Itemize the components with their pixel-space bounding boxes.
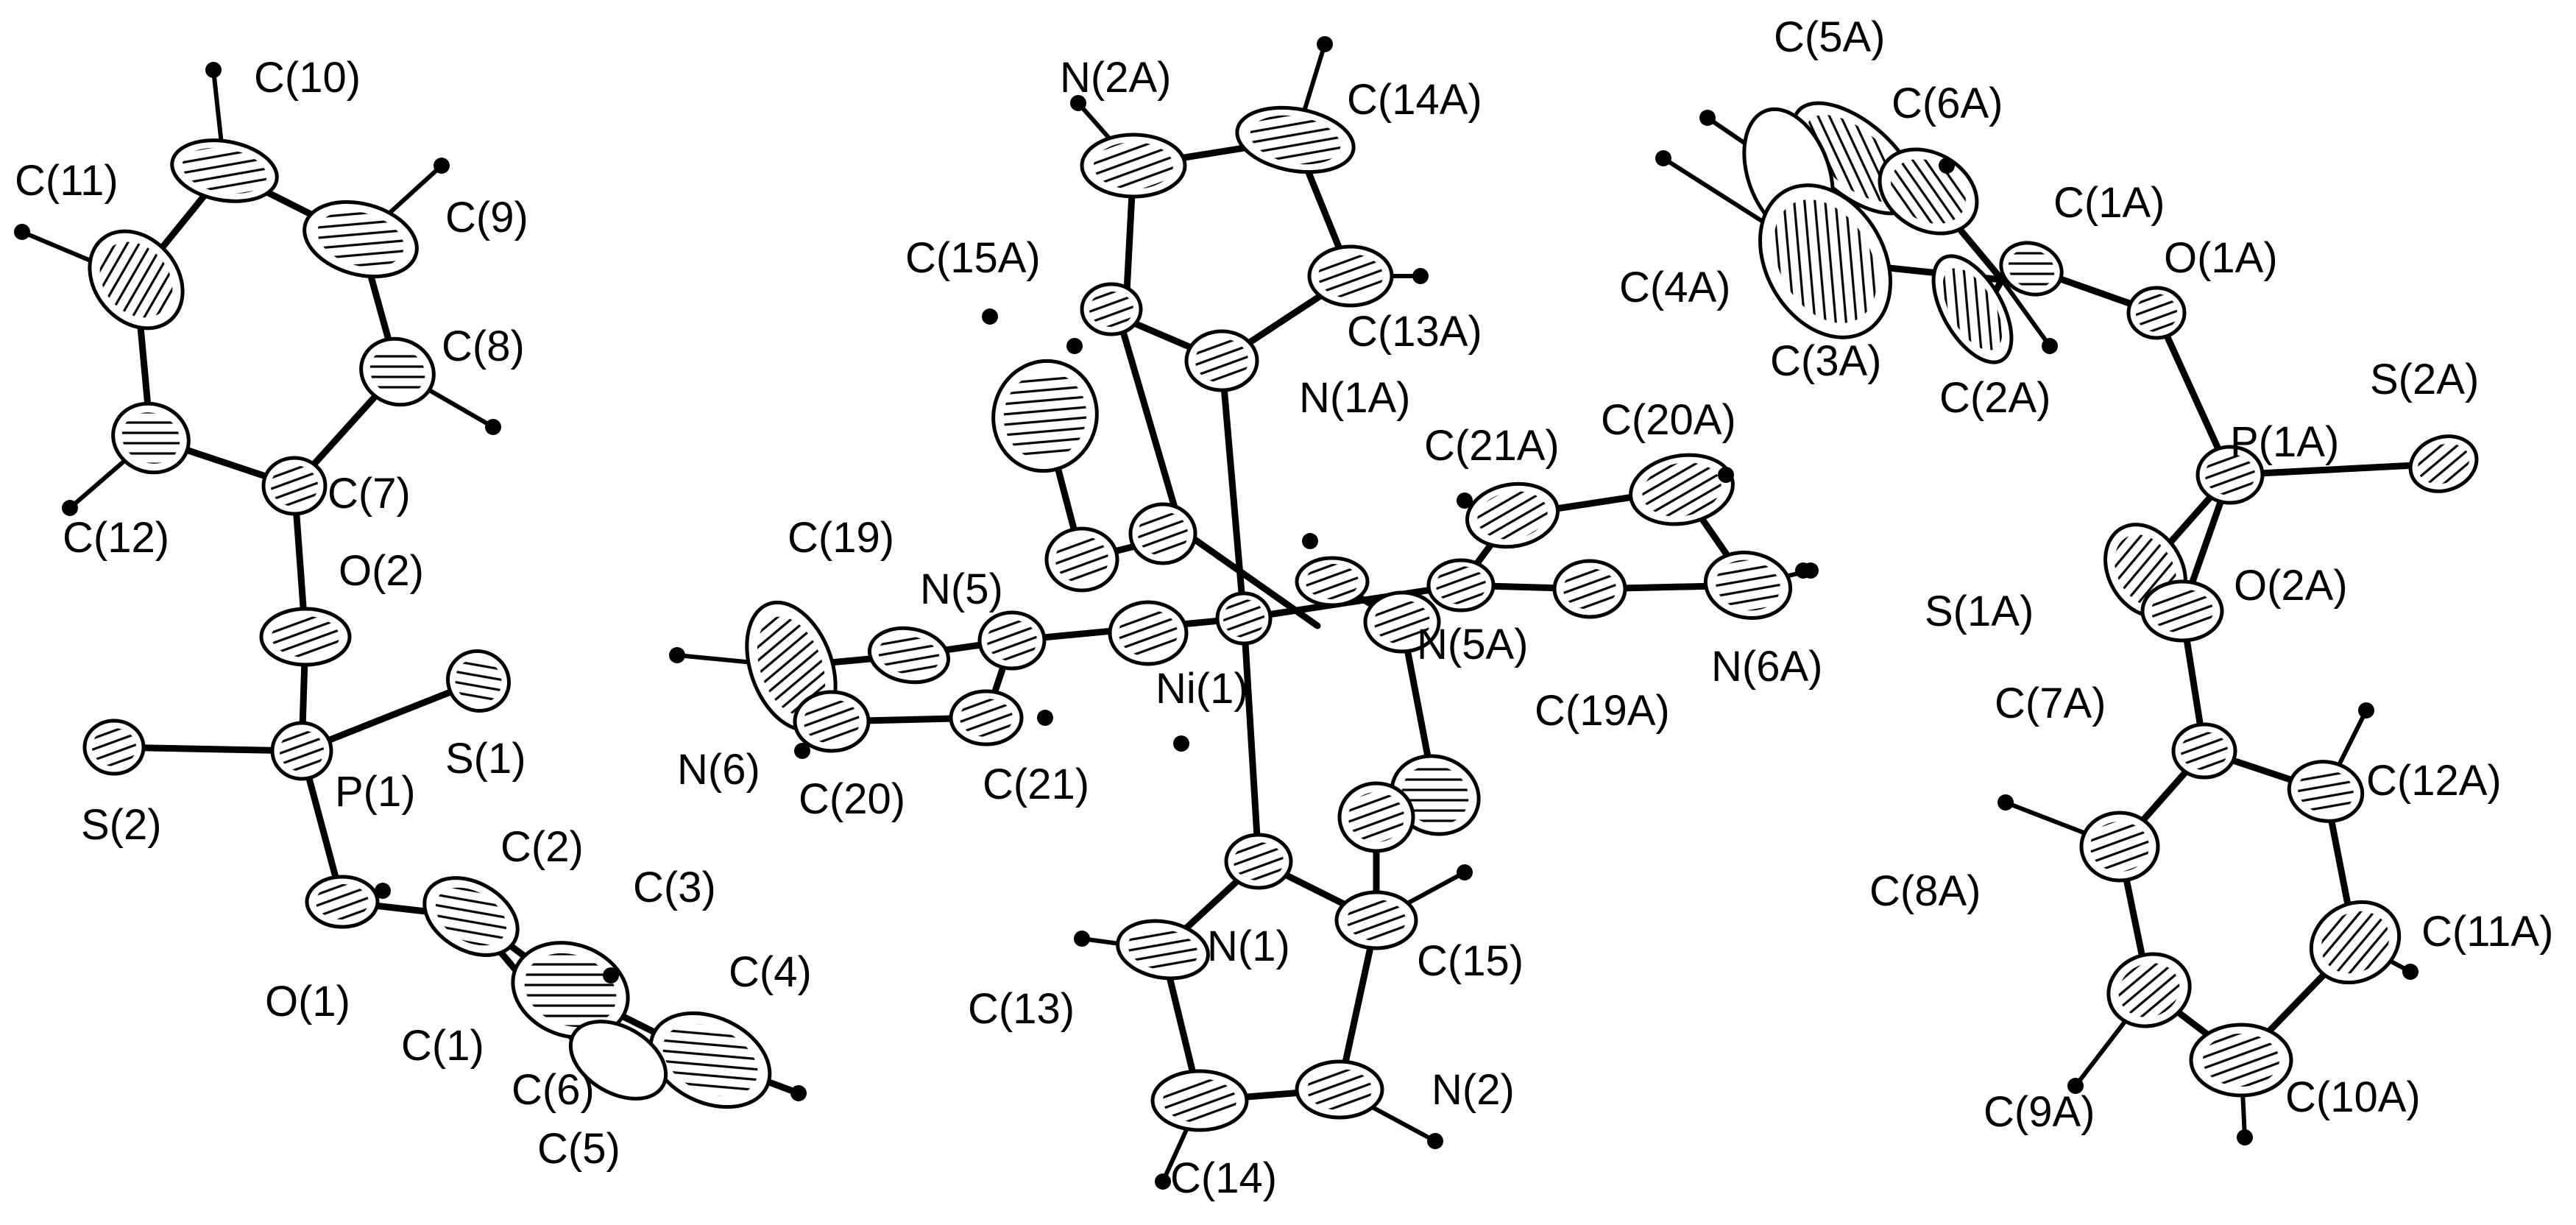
label-N5: N(5) [920, 565, 1003, 613]
label-P1A: P(1A) [2230, 418, 2339, 466]
label-C14A: C(14A) [1347, 76, 1482, 124]
label-C3A: C(3A) [1770, 337, 1881, 385]
label-C6: C(6) [512, 1066, 595, 1114]
label-C19: C(19) [788, 514, 894, 562]
label-N6A: N(6A) [1711, 643, 1822, 691]
label-C8: C(8) [442, 322, 525, 370]
label-N1A: N(1A) [1299, 374, 1410, 422]
label-C5A: C(5A) [1774, 13, 1885, 61]
label-C21: C(21) [983, 760, 1089, 808]
label-C10: C(10) [254, 54, 361, 102]
label-C20A: C(20A) [1601, 396, 1736, 444]
label-C14: C(14) [1170, 1154, 1277, 1202]
label-N1: N(1) [1207, 922, 1290, 970]
label-S2: S(2) [81, 801, 162, 849]
label-C13: C(13) [968, 985, 1075, 1033]
label-C12: C(12) [63, 514, 169, 562]
label-S2A: S(2A) [2370, 356, 2479, 403]
label-C21A: C(21A) [1424, 422, 1560, 470]
label-C3: C(3) [633, 864, 716, 911]
label-C15A: C(15A) [905, 234, 1041, 282]
hydrogen-atoms [14, 36, 2418, 1190]
label-N2: N(2) [1432, 1066, 1515, 1114]
label-C20: C(20) [799, 775, 905, 823]
label-C2A: C(2A) [1939, 374, 2050, 422]
atoms [82, 101, 2479, 1132]
label-C12A: C(12A) [2366, 757, 2502, 805]
label-C8A: C(8A) [1869, 867, 1981, 915]
label-C11: C(11) [15, 157, 118, 205]
label-O2: O(2) [339, 547, 424, 595]
label-C5: C(5) [537, 1125, 620, 1173]
label-N2A: N(2A) [1060, 54, 1171, 102]
label-N6: N(6) [677, 746, 760, 794]
label-Ni1: Ni(1) [1156, 665, 1248, 713]
label-C15: C(15) [1417, 937, 1524, 985]
label-C6A: C(6A) [1892, 80, 2003, 127]
atom-labels: C(10) C(11) C(9) C(8) C(7) C(12) O(2) S(… [15, 13, 2553, 1202]
label-C4A: C(4A) [1619, 264, 1730, 311]
label-C2: C(2) [500, 823, 584, 871]
label-C9A: C(9A) [1984, 1088, 2095, 1136]
label-C19A: C(19A) [1535, 687, 1670, 735]
label-C10A: C(10A) [2285, 1073, 2421, 1121]
label-C9: C(9) [445, 194, 528, 241]
label-N5A: N(5A) [1417, 621, 1528, 668]
label-C1A: C(1A) [2053, 179, 2165, 227]
label-C11A: C(11A) [2421, 908, 2553, 956]
label-C7A: C(7A) [1995, 679, 2106, 727]
label-O1A: O(1A) [2164, 234, 2278, 282]
label-S1A: S(1A) [1925, 587, 2034, 635]
label-O1: O(1) [265, 978, 350, 1025]
label-C7: C(7) [328, 470, 411, 518]
label-O2A: O(2A) [2234, 562, 2348, 610]
label-P1: P(1) [335, 768, 416, 816]
label-C13A: C(13A) [1347, 308, 1482, 356]
label-S1: S(1) [445, 735, 526, 783]
label-C1: C(1) [401, 1022, 484, 1070]
label-C4: C(4) [729, 948, 812, 996]
